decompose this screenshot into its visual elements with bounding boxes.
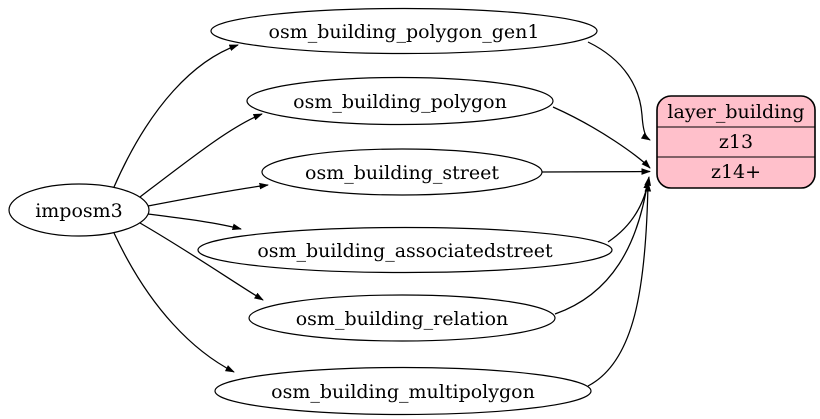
layer-building-row-z14: z14+ bbox=[711, 161, 761, 183]
layer-building-title: layer_building bbox=[667, 101, 804, 123]
edge-multipolygon-to-z14 bbox=[587, 182, 652, 387]
associatedstreet-label: osm_building_associatedstreet bbox=[257, 240, 553, 262]
polygon-label: osm_building_polygon bbox=[293, 91, 507, 113]
edge-imposm3-to-polygon bbox=[139, 113, 263, 198]
node-osm-building-polygon-gen1: osm_building_polygon_gen1 bbox=[210, 7, 598, 55]
street-label: osm_building_street bbox=[305, 162, 499, 184]
relation-ellipse bbox=[248, 294, 556, 342]
edge-street-to-z14 bbox=[541, 168, 651, 175]
node-imposm3: imposm3 bbox=[8, 183, 150, 237]
node-osm-building-relation: osm_building_relation bbox=[248, 294, 556, 342]
polygon-gen1-label: osm_building_polygon_gen1 bbox=[269, 21, 540, 43]
edge-polygon-gen1-to-z13 bbox=[587, 41, 651, 141]
node-osm-building-associatedstreet: osm_building_associatedstreet bbox=[197, 226, 613, 274]
edge-imposm3-to-multipolygon bbox=[113, 232, 235, 373]
edge-relation-to-z14 bbox=[554, 179, 650, 315]
imposm3-ellipse bbox=[8, 183, 150, 237]
edge-imposm3-to-street bbox=[147, 182, 269, 207]
multipolygon-ellipse bbox=[214, 366, 592, 416]
edge-imposm3-to-relation bbox=[139, 222, 264, 301]
node-layer-building: layer_building z13 z14+ bbox=[656, 95, 816, 189]
edge-imposm3-to-associatedstreet bbox=[147, 213, 242, 231]
layer-building-row-z13: z13 bbox=[719, 131, 753, 153]
polygon-ellipse bbox=[246, 76, 554, 126]
edge-imposm3-to-polygon-gen1 bbox=[113, 44, 239, 188]
node-osm-building-polygon: osm_building_polygon bbox=[246, 76, 554, 126]
edges-into-layer bbox=[541, 41, 652, 387]
edge-associatedstreet-to-z14 bbox=[607, 176, 651, 243]
polygon-gen1-ellipse bbox=[210, 7, 598, 55]
imposm3-label: imposm3 bbox=[35, 200, 123, 222]
node-osm-building-multipolygon: osm_building_multipolygon bbox=[214, 366, 592, 416]
associatedstreet-ellipse bbox=[197, 226, 613, 274]
multipolygon-label: osm_building_multipolygon bbox=[271, 381, 535, 403]
edges-imposm3-fanout bbox=[113, 44, 269, 373]
node-osm-building-street: osm_building_street bbox=[261, 148, 543, 196]
relation-label: osm_building_relation bbox=[296, 308, 509, 330]
edge-polygon-to-z14 bbox=[552, 106, 651, 169]
layer-building-box bbox=[656, 95, 816, 189]
street-ellipse bbox=[261, 148, 543, 196]
